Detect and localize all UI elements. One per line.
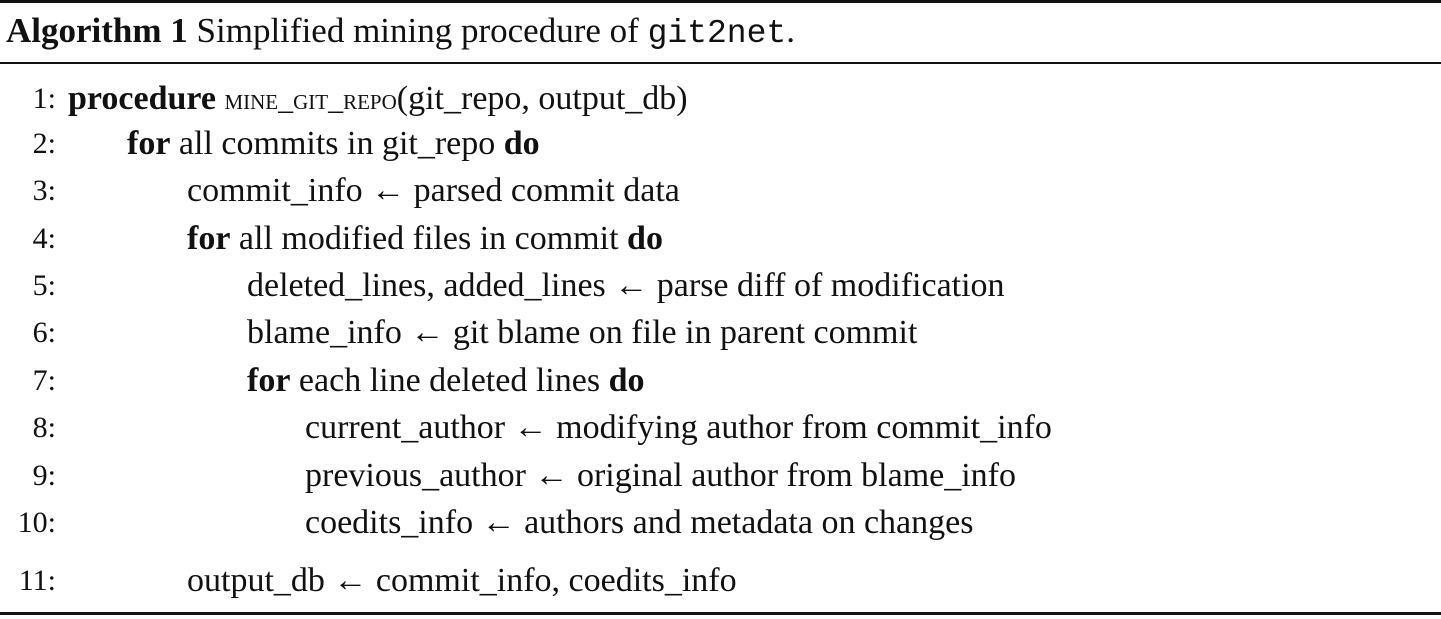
keyword: do: [627, 220, 663, 257]
line-number: 5:: [32, 269, 56, 302]
algorithm-caption: Algorithm 1 Simplified mining procedure …: [6, 9, 795, 56]
line-statement: for each line deleted lines do: [247, 358, 644, 404]
line-number: 8:: [32, 411, 56, 444]
statement-text: each line deleted lines: [298, 362, 601, 399]
statement-text: previous_author ← original author from b…: [305, 457, 1016, 494]
caption-tool-name: git2net: [647, 15, 787, 52]
statement-text: deleted_lines, added_lines ← parse diff …: [247, 267, 1005, 304]
caption-suffix: .: [786, 11, 795, 50]
statement-text: blame_info ← git blame on file in parent…: [247, 314, 918, 351]
line-statement: for all commits in git_repo do: [127, 121, 540, 167]
keyword: do: [608, 362, 645, 399]
caption-rule: [0, 62, 1441, 64]
procedure-name: mine_git_repo: [224, 83, 397, 116]
keyword: for: [127, 125, 171, 162]
top-rule: [0, 0, 1441, 3]
line-number: 1:: [32, 82, 56, 115]
statement-text: output_db ← commit_info, coedits_info: [187, 562, 737, 599]
line-number: 4:: [32, 222, 56, 255]
statement-text: coedits_info ← authors and metadata on c…: [305, 504, 974, 541]
bottom-rule: [0, 612, 1441, 615]
line-number: 2:: [32, 127, 56, 160]
keyword: procedure: [68, 80, 216, 117]
line-number: 11:: [18, 564, 56, 597]
line-number: 10:: [17, 506, 56, 539]
line-number: 6:: [32, 316, 56, 349]
caption-text: Simplified mining procedure of: [196, 11, 639, 50]
statement-text: all modified files in commit: [238, 220, 619, 257]
statement-text: all commits in git_repo: [178, 125, 496, 162]
keyword: for: [247, 362, 291, 399]
statement-text: commit_info ← parsed commit data: [187, 172, 680, 209]
keyword: for: [187, 220, 231, 257]
statement-text: current_author ← modifying author from c…: [305, 409, 1052, 446]
line-statement: for all modified files in commit do: [187, 216, 663, 262]
keyword: do: [503, 125, 540, 162]
line-number: 7:: [32, 364, 56, 397]
line-number: 3:: [32, 174, 56, 207]
procedure-args: (git_repo, output_db): [396, 80, 688, 117]
caption-label: Algorithm 1: [6, 11, 188, 50]
line-statement: procedure mine_git_repo(git_repo, output…: [68, 76, 688, 123]
line-number: 9:: [32, 459, 56, 492]
